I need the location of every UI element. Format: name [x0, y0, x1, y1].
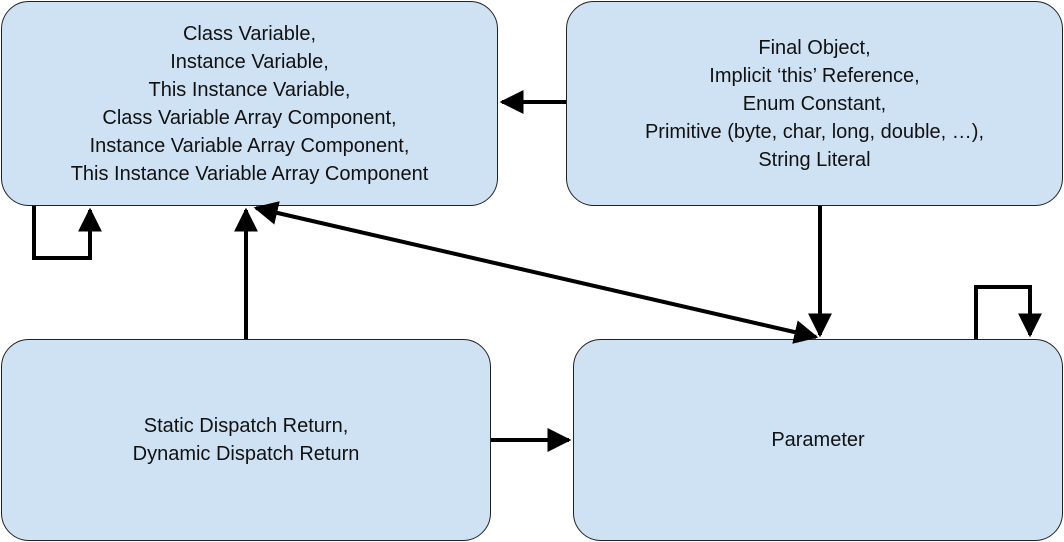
field-sources-line: Class Variable, — [182, 22, 317, 45]
field-sources-line: Instance Variable, — [170, 50, 329, 73]
constant-sources-line: Enum Constant, — [742, 92, 887, 115]
constant-sources-line: Primitive (byte, char, long, double, …), — [644, 120, 985, 143]
constant-sources-line: String Literal — [758, 148, 871, 171]
return-sources-line: Static Dispatch Return, — [143, 415, 349, 437]
field-sources-text: Class Variable, Instance Variable, This … — [71, 20, 429, 188]
constant-sources-line: Final Object, — [758, 36, 871, 59]
return-sources-text: Static Dispatch Return, Dynamic Dispatch… — [133, 412, 360, 468]
parameter-text: Parameter — [771, 426, 864, 454]
field-sources-line: Class Variable Array Component, — [102, 106, 397, 129]
field-sources-line: This Instance Variable Array Component — [70, 162, 429, 185]
parameter-line: Parameter — [771, 429, 865, 451]
constant-sources-node: Final Object, Implicit ‘this’ Reference,… — [566, 1, 1063, 206]
field-sources-line: This Instance Variable, — [148, 78, 351, 101]
constant-sources-text: Final Object, Implicit ‘this’ Reference,… — [645, 34, 984, 174]
constant-sources-line: Implicit ‘this’ Reference, — [709, 64, 920, 87]
field-sources-line: Instance Variable Array Component, — [89, 134, 410, 157]
return-sources-node: Static Dispatch Return, Dynamic Dispatch… — [1, 339, 491, 541]
edge-parameter-self-loop-arrow — [974, 285, 1042, 339]
return-sources-line: Dynamic Dispatch Return — [132, 443, 360, 465]
edge-field-self-loop-arrow — [32, 206, 102, 260]
edge-field-parameter-bidirectional-arrow — [253, 201, 819, 344]
field-sources-node: Class Variable, Instance Variable, This … — [1, 1, 498, 206]
